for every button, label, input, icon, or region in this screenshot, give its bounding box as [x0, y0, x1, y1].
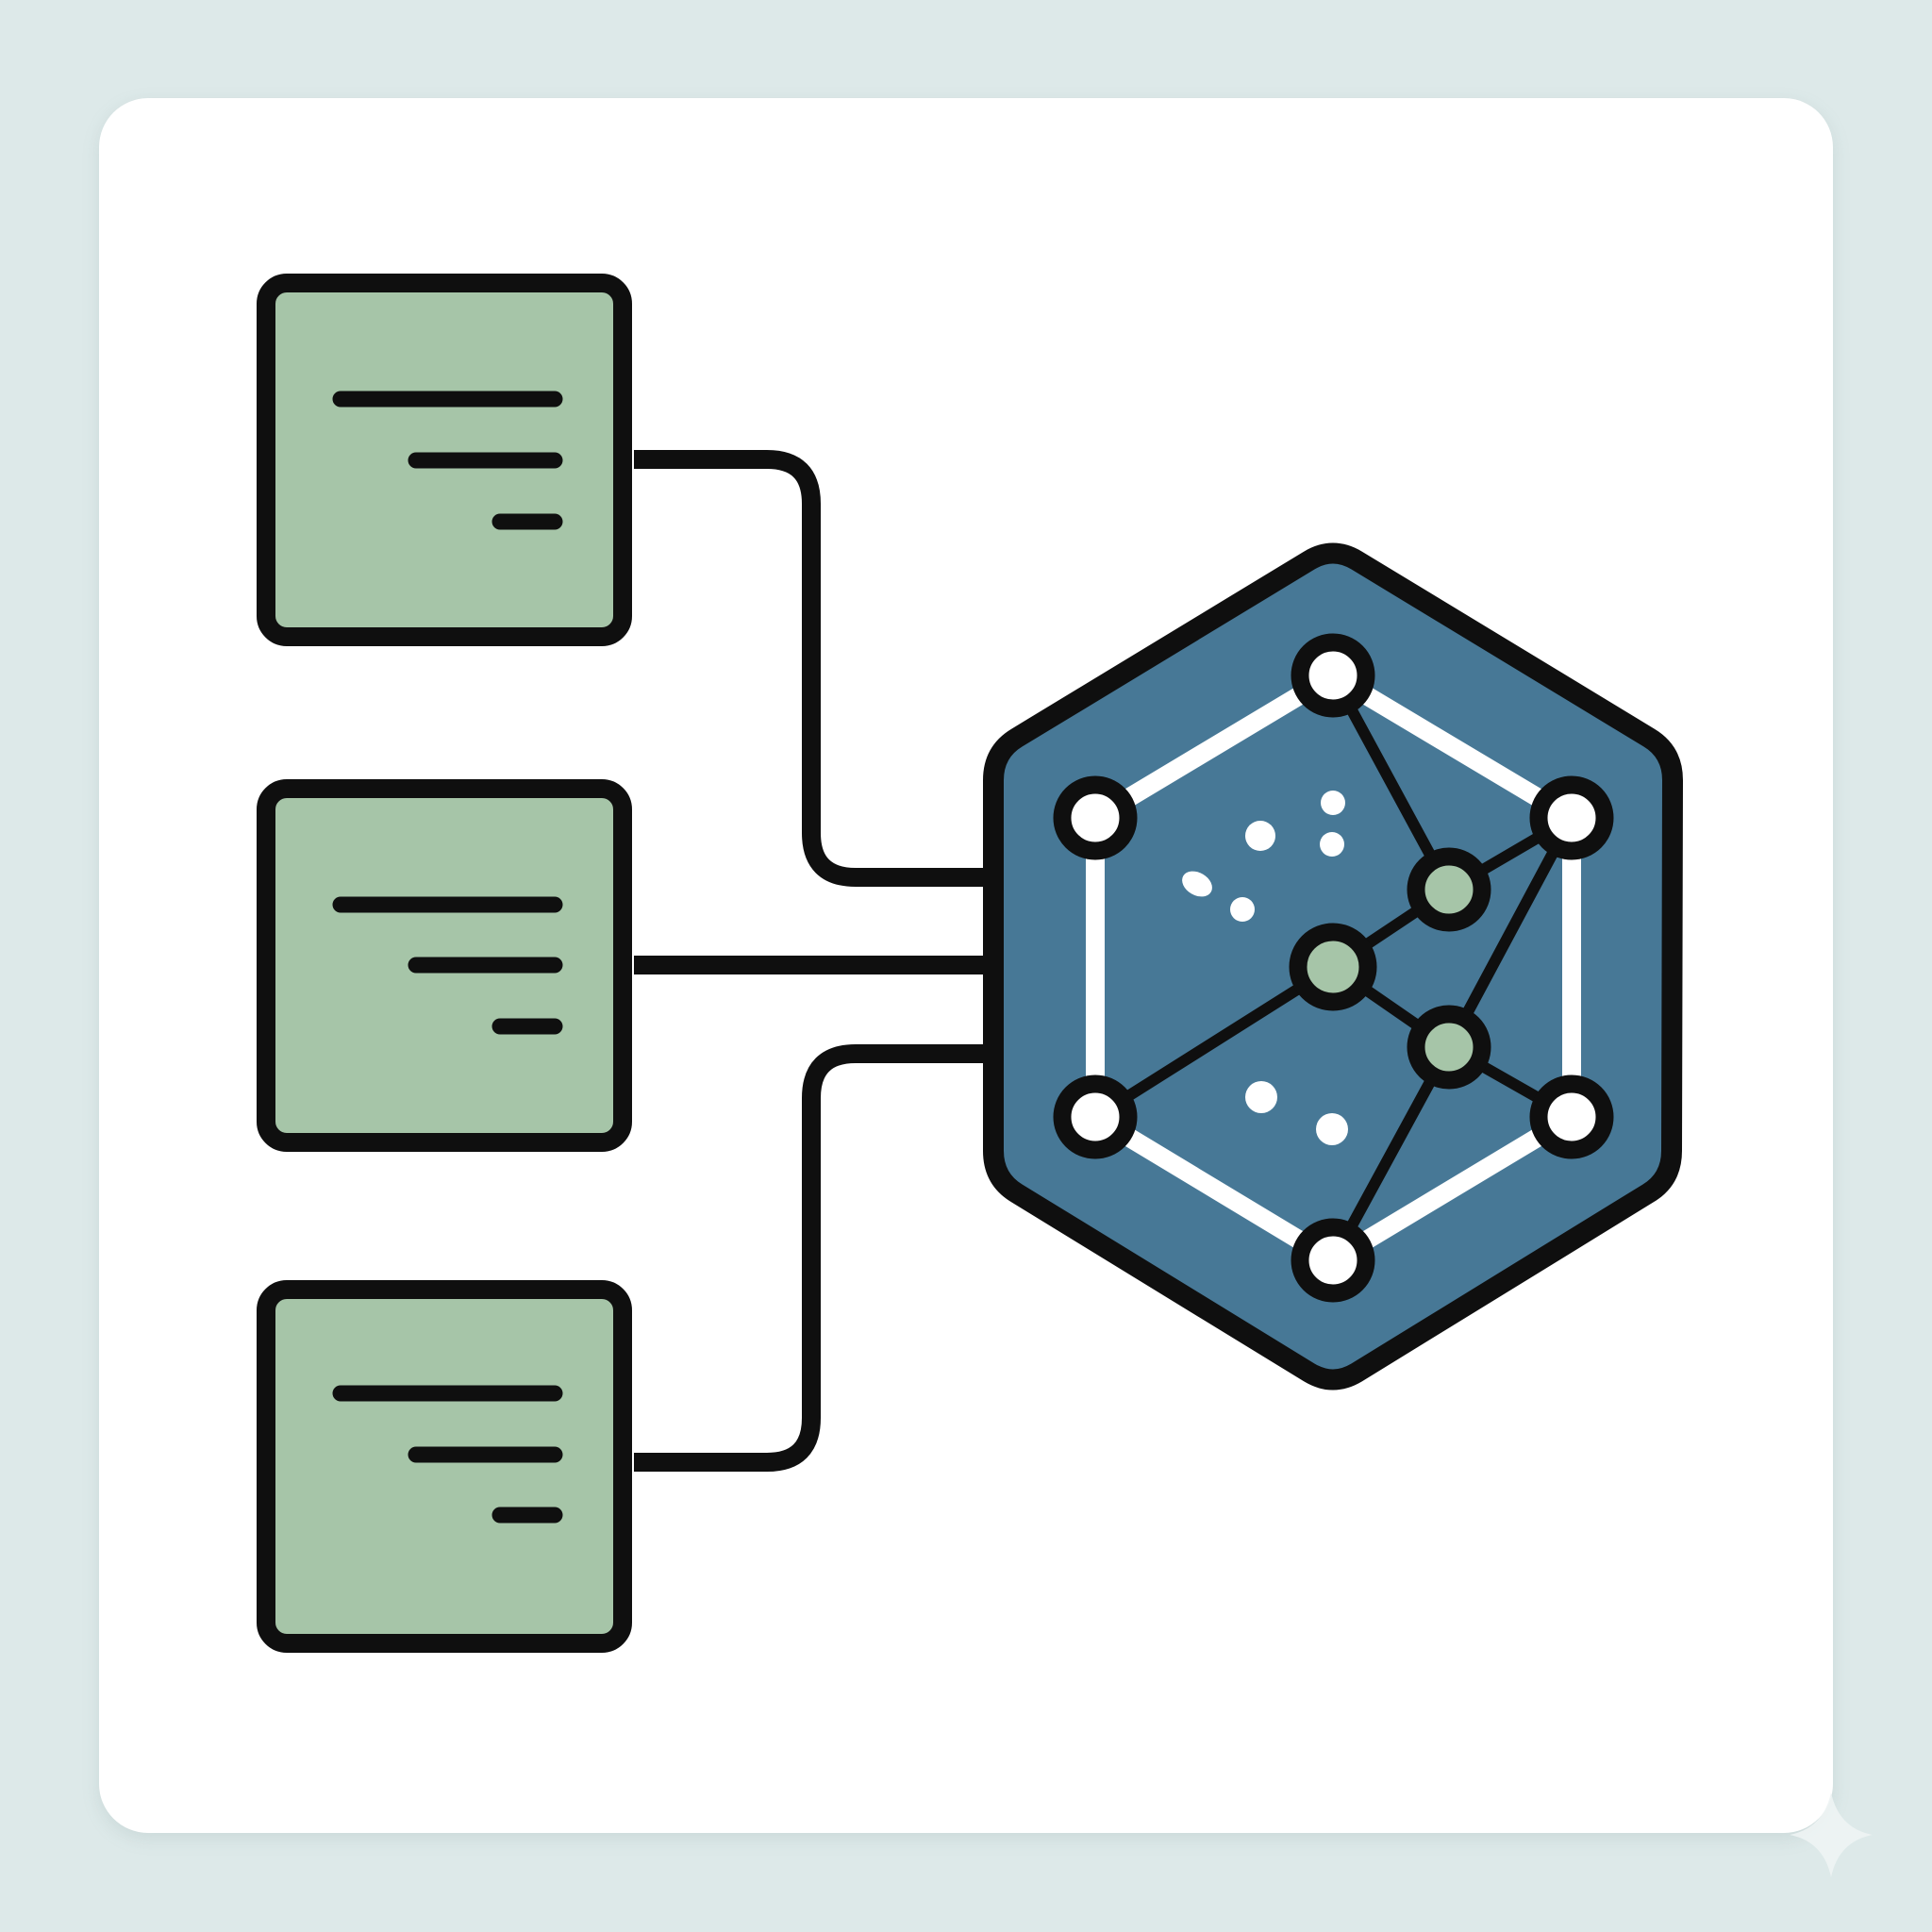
graph-node	[1053, 1074, 1138, 1159]
speck	[1245, 1081, 1277, 1113]
graph-node	[1053, 775, 1138, 860]
speck	[1182, 871, 1212, 897]
sparkle-icon	[1790, 1792, 1873, 1877]
ring-edge	[1324, 1108, 1581, 1270]
graph-node	[1529, 1074, 1614, 1159]
graph-edge	[1443, 812, 1577, 1053]
network-graph-icon	[983, 542, 1683, 1391]
document-icon-1	[257, 274, 632, 646]
connectors	[634, 450, 995, 1472]
document-icon-3	[257, 1280, 632, 1653]
ring-edge	[1086, 1108, 1342, 1270]
graph-edge	[1090, 961, 1339, 1123]
ring-edge	[1324, 666, 1581, 827]
document-icon-2	[257, 779, 632, 1152]
graph-node-inner	[1407, 1005, 1491, 1090]
connector-bottom	[634, 1044, 995, 1472]
speck	[1320, 832, 1344, 857]
graph-node	[1291, 633, 1375, 718]
speck	[1316, 1113, 1348, 1145]
graph-node	[1291, 1218, 1375, 1303]
document-box	[257, 1280, 632, 1653]
speck	[1245, 821, 1275, 851]
graph-node-inner	[1289, 923, 1377, 1011]
graph-node	[1529, 775, 1614, 860]
speck	[1230, 897, 1255, 922]
speck	[1321, 791, 1345, 815]
graph-node-inner	[1407, 847, 1491, 932]
ring-edge	[1086, 666, 1342, 827]
connector-top	[634, 450, 995, 887]
